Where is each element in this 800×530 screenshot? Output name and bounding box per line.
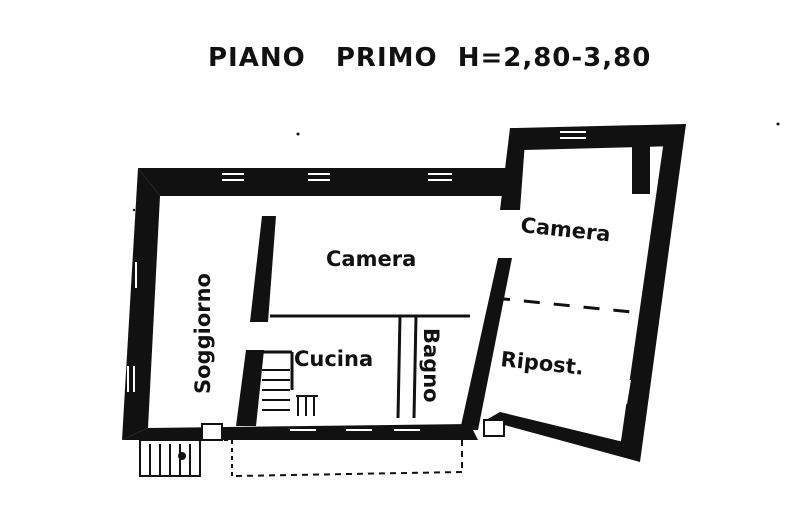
label-bagno: Bagno xyxy=(419,328,443,403)
label-cucina: Cucina xyxy=(294,347,373,371)
plan-title: PIANO PRIMO H=2,80-3,80 xyxy=(208,43,651,73)
partition-bagno-left-b xyxy=(412,315,418,419)
external-stair xyxy=(139,439,463,477)
outer-walls xyxy=(122,124,686,462)
speck-3 xyxy=(132,208,136,212)
speck-2 xyxy=(776,122,780,126)
scan-specks xyxy=(132,122,780,460)
partition-ripost-top xyxy=(493,296,633,314)
door-entrance xyxy=(201,423,223,441)
doors xyxy=(201,419,505,441)
label-camera-center: Camera xyxy=(326,247,416,271)
wall-top-right xyxy=(516,124,686,150)
wall-left xyxy=(122,168,160,440)
wall-bottom-right xyxy=(486,412,640,462)
wall-bottom-main xyxy=(122,424,478,440)
thin-partitions xyxy=(262,296,633,419)
dashed-outline-bottom xyxy=(235,471,463,477)
wall-camera-right xyxy=(460,258,512,430)
door-ripost xyxy=(483,419,505,437)
windows xyxy=(127,131,631,431)
wall-top-main xyxy=(138,168,518,196)
wall-kitchen-left xyxy=(236,350,264,426)
speck-1 xyxy=(296,132,300,136)
wall-riser-right xyxy=(500,128,526,210)
wall-camera-left xyxy=(250,216,276,322)
label-ripostiglio: Ripost. xyxy=(499,347,584,380)
wall-right xyxy=(620,124,686,462)
speck-4 xyxy=(178,452,186,460)
corner-pier xyxy=(632,146,650,194)
partition-bagno-left xyxy=(396,315,402,419)
interior-walls xyxy=(236,216,512,430)
label-camera-right: Camera xyxy=(519,213,611,246)
label-soggiorno: Soggiorno xyxy=(191,273,215,394)
window-right xyxy=(625,379,631,405)
staircase xyxy=(262,369,318,416)
